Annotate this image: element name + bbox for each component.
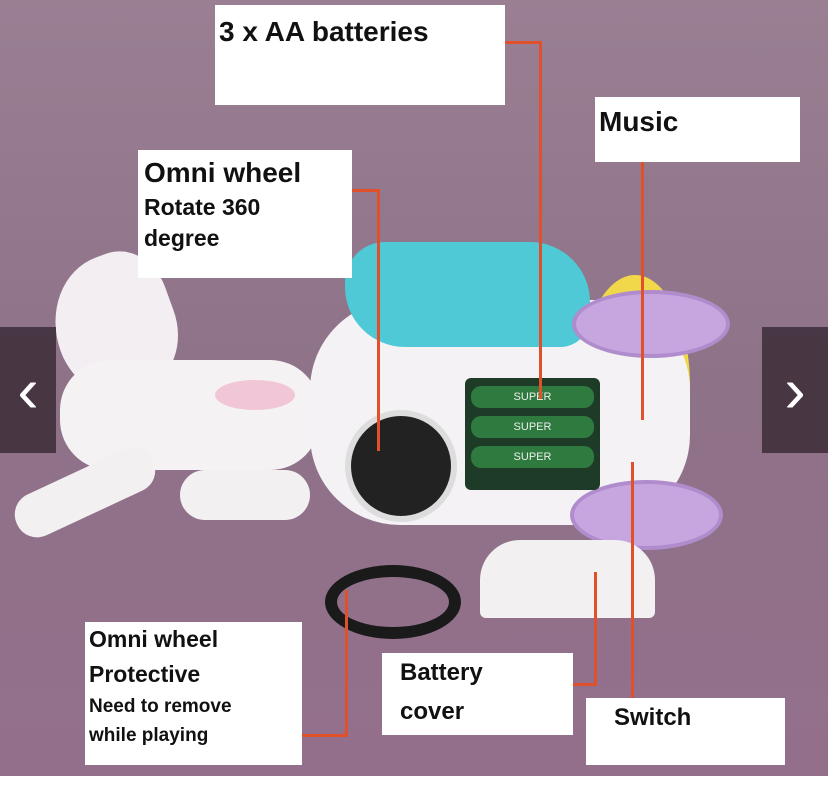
leader-line xyxy=(573,683,597,686)
label-battery-cover: Battery cover xyxy=(382,653,573,735)
leader-line xyxy=(631,462,634,698)
carousel-next-button[interactable]: › xyxy=(762,327,828,453)
battery: SUPER xyxy=(471,386,594,408)
chevron-left-icon: ‹ xyxy=(17,354,39,426)
label-line: while playing xyxy=(89,724,209,746)
carousel-prev-button[interactable]: ‹ xyxy=(0,327,56,453)
label-line: Omni wheel xyxy=(89,626,219,652)
leader-line xyxy=(352,189,380,192)
unicorn-ear xyxy=(215,380,295,410)
label-line: degree xyxy=(144,225,220,252)
battery-compartment: SUPER SUPER SUPER xyxy=(465,378,600,490)
label-music: Music xyxy=(595,97,800,162)
purple-wheel xyxy=(572,290,730,358)
label-batteries: 3 x AA batteries xyxy=(215,5,505,105)
leader-line xyxy=(345,590,348,737)
omni-wheel xyxy=(345,410,457,522)
label-line: Battery xyxy=(400,659,483,686)
label-line: Need to remove xyxy=(89,696,232,718)
label-line: Rotate 360 xyxy=(144,193,261,220)
leader-line xyxy=(539,41,542,399)
leader-line xyxy=(594,572,597,686)
purple-wheel xyxy=(570,480,723,550)
label-line: cover xyxy=(400,697,465,725)
label-line: Omni wheel xyxy=(144,157,302,188)
battery-cover-piece xyxy=(480,540,655,618)
battery: SUPER xyxy=(471,446,594,468)
leader-line xyxy=(505,41,542,44)
leader-line xyxy=(641,162,644,420)
chevron-right-icon: › xyxy=(784,354,806,426)
unicorn-leg xyxy=(180,470,310,520)
label-switch: Switch xyxy=(586,698,785,765)
battery: SUPER xyxy=(471,416,594,438)
teal-cloud-top xyxy=(345,242,590,347)
unicorn-body xyxy=(60,360,320,470)
label-protective: Omni wheel Protective Need to remove whi… xyxy=(85,622,302,765)
leader-line xyxy=(302,734,348,737)
label-omni-wheel: Omni wheel Rotate 360 degree xyxy=(138,150,352,278)
product-image: SUPER SUPER SUPER 3 x AA batteries Music… xyxy=(0,0,828,776)
label-line: Protective xyxy=(89,660,201,687)
leader-line xyxy=(377,189,380,451)
